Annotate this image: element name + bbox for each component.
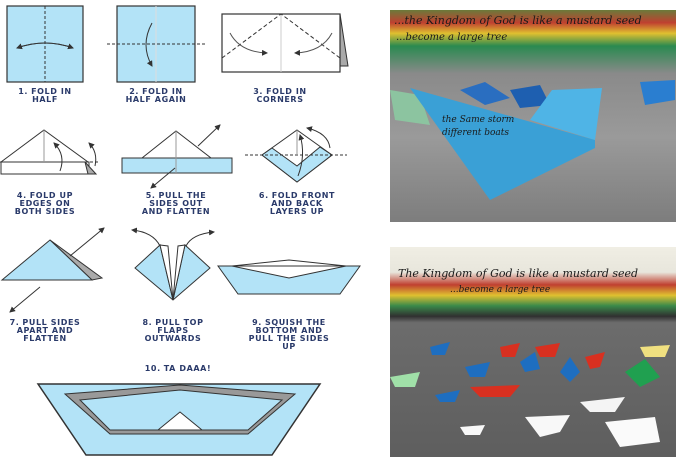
mural-text-line-2: ...become a large tree (450, 285, 551, 295)
step-6-diagram (245, 126, 347, 183)
boat-text-line-2: different boats (442, 127, 510, 138)
step-10-finished-boat (36, 383, 322, 456)
mural-text: ...the Kingdom of God is like a mustard … (394, 14, 642, 27)
step-1-diagram (6, 5, 84, 83)
boats-illustration (390, 342, 670, 447)
step-9-diagram (217, 259, 361, 295)
step-4-diagram (0, 129, 98, 175)
step-7-diagram (0, 227, 105, 313)
photo-many-paper-boats: The Kingdom of God is like a mustard see… (390, 247, 676, 457)
boats-illustration (390, 80, 675, 200)
photo-blue-boat-closeup: ...the Kingdom of God is like a mustard … (390, 10, 676, 222)
step-3-diagram (221, 13, 349, 73)
mural-text-line-2: ...become a large tree (396, 32, 508, 43)
boat-text-line-1: the Same storm (442, 115, 515, 125)
step-8-diagram (131, 227, 215, 301)
mural-text: The Kingdom of God is like a mustard see… (398, 267, 639, 280)
boat-handwriting: the Same storm different boats (442, 114, 514, 139)
paper-boats (390, 342, 670, 447)
step-2-diagram (107, 5, 205, 83)
step-10-label: 10.TA DAAA! (145, 364, 211, 373)
step-5-diagram (121, 124, 233, 189)
